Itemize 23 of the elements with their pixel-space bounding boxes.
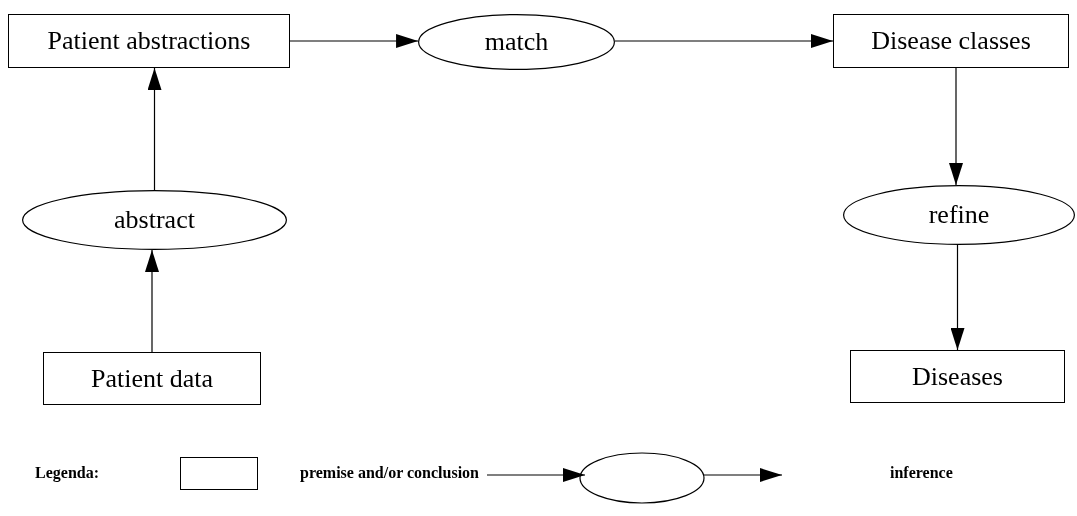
node-label: Disease classes [871, 26, 1031, 56]
inference-ellipse [22, 190, 287, 250]
node-label: abstract [114, 205, 195, 235]
legend-title: Legenda: [35, 464, 99, 482]
process-box [850, 350, 1065, 403]
node-label: match [484, 27, 549, 57]
inference-ellipse [843, 185, 1075, 245]
process-box [43, 352, 261, 405]
arrow [145, 249, 159, 353]
process-box [8, 14, 290, 68]
arrow [147, 67, 162, 191]
arrow [614, 34, 834, 48]
node-label: Diseases [912, 361, 1003, 392]
arrow [289, 34, 419, 48]
arrow [949, 67, 963, 186]
legend-text: premise and/or conclusion [300, 464, 479, 482]
node-label: Patient data [91, 363, 213, 394]
node-label: Patient abstractions [47, 26, 251, 56]
node-label: refine [928, 200, 990, 230]
inference-ellipse [418, 14, 615, 70]
process-box [833, 14, 1069, 68]
arrow [950, 244, 965, 351]
legend-text: inference [890, 464, 953, 482]
